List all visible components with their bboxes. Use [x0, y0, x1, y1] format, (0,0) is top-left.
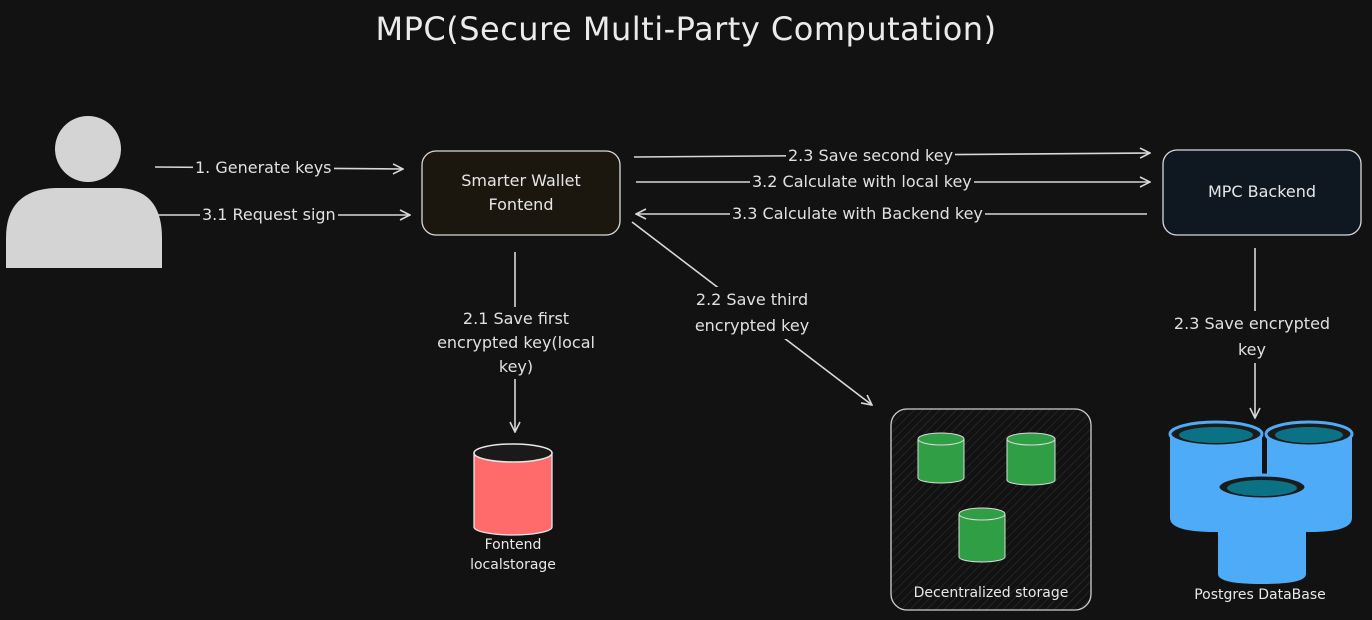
save-first-key-line2: encrypted key(local: [437, 333, 595, 352]
local-storage-caption-line2: localstorage: [470, 557, 556, 573]
edge-label-save-third-key: 2.2 Save third encrypted key: [670, 287, 834, 339]
backend-node-label: MPC Backend: [1207, 182, 1317, 201]
storage-node-icon: [958, 507, 1006, 563]
save-third-key-line2: encrypted key: [694, 316, 810, 335]
decentralized-storage-caption: Decentralized storage: [913, 585, 1069, 601]
edge-label-save-encrypted-key: 2.3 Save encrypted key: [1145, 311, 1359, 363]
local-storage-caption-line1: Fontend: [484, 537, 542, 553]
save-first-key-line1: 2.1 Save first: [462, 309, 570, 328]
save-encrypted-key-line2: key: [1237, 340, 1266, 359]
user-avatar-icon: [6, 116, 162, 268]
frontend-node-line2: Fontend: [488, 195, 554, 214]
frontend-node-line1: Smarter Wallet: [461, 171, 581, 190]
local-storage-caption: Fontend localstorage: [440, 535, 586, 575]
edge-label-generate-keys: 1. Generate keys: [193, 158, 334, 178]
storage-node-icon: [917, 432, 965, 484]
save-first-key-line3: key): [498, 357, 534, 376]
edge-label-save-second-key: 2.3 Save second key: [786, 146, 956, 166]
edge-label-calc-backend-key: 3.3 Calculate with Backend key: [730, 204, 985, 224]
edge-label-request-sign: 3.1 Request sign: [200, 205, 338, 225]
backend-node-box[interactable]: [1162, 149, 1362, 236]
save-encrypted-key-line1: 2.3 Save encrypted: [1173, 314, 1331, 333]
diagram-title: MPC(Secure Multi-Party Computation): [375, 10, 997, 48]
local-storage-cylinder-icon: [473, 443, 553, 536]
postgres-caption: Postgres DataBase: [1194, 587, 1326, 603]
edge-label-save-first-key: 2.1 Save first encrypted key(local key): [408, 307, 624, 379]
storage-node-icon: [1006, 432, 1056, 486]
frontend-node-label: Smarter Wallet Fontend: [422, 169, 620, 217]
edge-label-calc-local-key: 3.2 Calculate with local key: [750, 172, 974, 192]
frontend-node-box[interactable]: [421, 150, 621, 236]
postgres-database-icon: [1168, 420, 1354, 584]
save-third-key-line1: 2.2 Save third: [695, 290, 809, 309]
